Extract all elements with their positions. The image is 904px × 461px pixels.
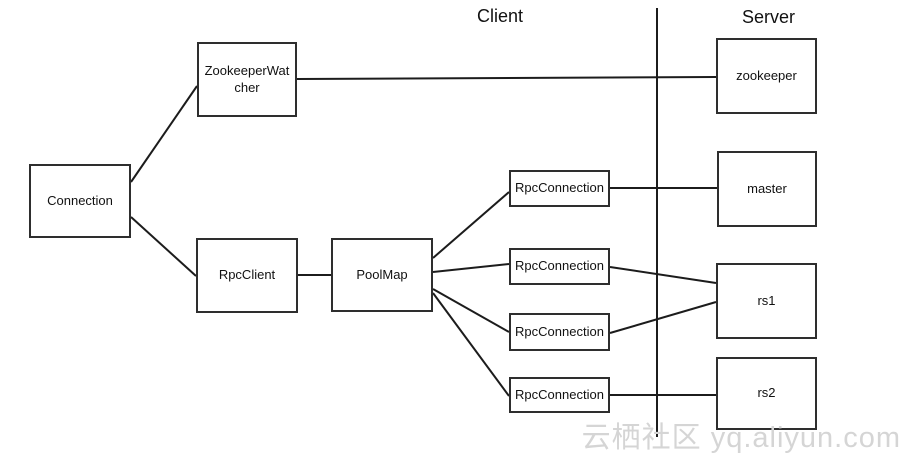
node-connection: Connection (29, 164, 131, 238)
node-rpc-connection-3: RpcConnection (509, 313, 610, 351)
node-zookeeper-watcher: ZookeeperWatcher (197, 42, 297, 117)
edge-rpc-connection-3-rs1 (609, 301, 717, 334)
node-rpc-connection-4: RpcConnection (509, 377, 610, 413)
node-label-zookeeper: zookeeper (736, 67, 797, 83)
node-pool-map: PoolMap (331, 238, 433, 312)
node-label-rs1: rs1 (757, 292, 776, 308)
node-rs1: rs1 (716, 263, 817, 339)
edge-rpc-connection-2-rs1 (609, 266, 717, 284)
node-label-rpc-connection-2: RpcConnection (515, 258, 604, 274)
node-label-pool-map: PoolMap (356, 266, 408, 282)
node-label-rpc-connection-3: RpcConnection (515, 323, 604, 339)
node-label-rpc-connection-4: RpcConnection (515, 386, 604, 402)
node-label-connection: Connection (47, 192, 113, 208)
node-label-rpc-client: RpcClient (218, 267, 276, 283)
edge-connection-zookeeper-watcher (130, 85, 198, 183)
node-rpc-client: RpcClient (196, 238, 298, 313)
node-label-zookeeper-watcher: ZookeeperWatcher (204, 62, 290, 95)
node-label-rs2: rs2 (757, 385, 776, 401)
node-master: master (717, 151, 817, 227)
server-section-label: Server (742, 7, 796, 27)
node-zookeeper: zookeeper (716, 38, 817, 114)
node-rpc-connection-2: RpcConnection (509, 248, 610, 285)
edge-zookeeper-watcher-zookeeper (296, 76, 717, 80)
client-section-label: Client (477, 6, 524, 26)
edge-pool-map-rpc-connection-3 (432, 288, 510, 333)
edge-connection-rpc-client (130, 216, 197, 277)
edge-pool-map-rpc-connection-1 (432, 191, 510, 259)
node-label-rpc-connection-1: RpcConnection (515, 180, 604, 196)
edge-pool-map-rpc-connection-2 (432, 263, 510, 273)
edge-pool-map-rpc-connection-4 (432, 292, 510, 397)
node-rpc-connection-1: RpcConnection (509, 170, 610, 207)
node-label-master: master (747, 180, 787, 196)
node-rs2: rs2 (716, 357, 817, 430)
